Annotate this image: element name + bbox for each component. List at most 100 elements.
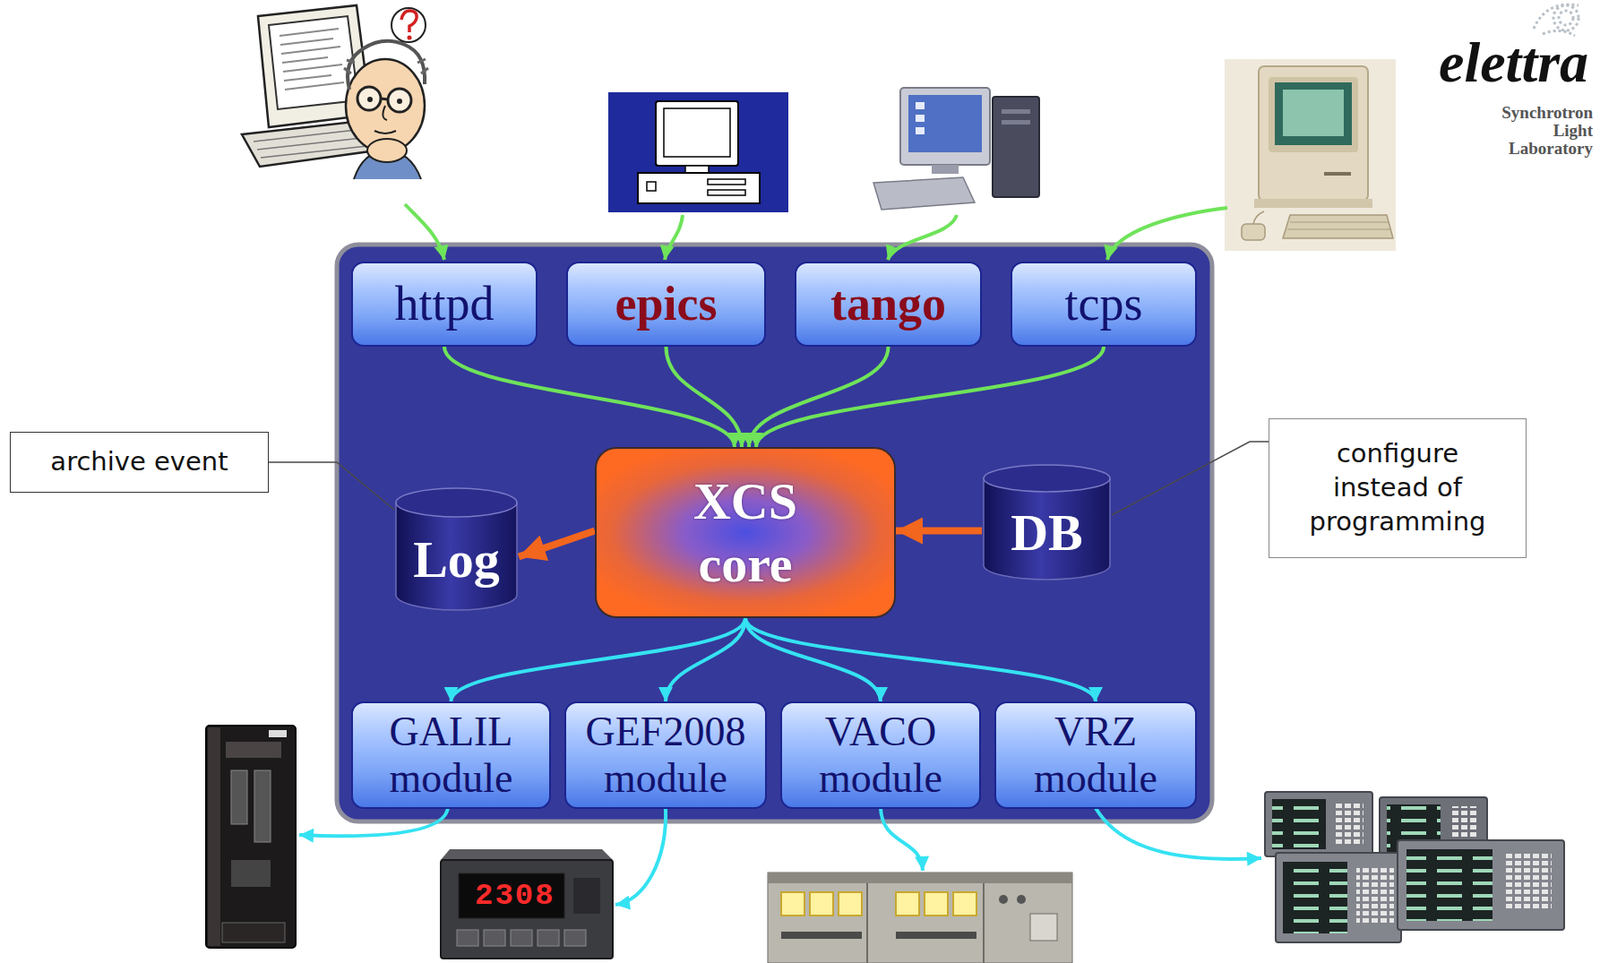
vrz-position-displays bbox=[1272, 799, 1326, 850]
module-box: GALIL module bbox=[351, 701, 551, 809]
gef2008-panel-meter bbox=[483, 929, 506, 947]
gef2008-panel-meter bbox=[456, 929, 479, 947]
tango-client-computer bbox=[915, 127, 925, 135]
vrz-position-displays bbox=[1406, 849, 1493, 921]
gef2008-panel-meter bbox=[440, 860, 613, 959]
protocol-box: tcps bbox=[1010, 261, 1197, 347]
tango-client-computer bbox=[873, 177, 975, 210]
epics-client-computer bbox=[685, 165, 709, 173]
user-cartoon bbox=[367, 96, 373, 103]
protocol-box: epics bbox=[566, 261, 766, 347]
protocol-box: tango bbox=[794, 261, 982, 347]
tango-client-computer bbox=[915, 102, 925, 110]
user-cartoon bbox=[281, 46, 341, 54]
epics-client-computer bbox=[655, 101, 739, 166]
vaco-rack bbox=[767, 872, 1073, 963]
vrz-position-displays bbox=[1272, 799, 1326, 850]
cylinder-top bbox=[983, 464, 1110, 492]
vaco-rack bbox=[1016, 894, 1026, 904]
macintosh-computer bbox=[1253, 211, 1265, 224]
macintosh-computer bbox=[1287, 229, 1391, 231]
user-cartoon bbox=[382, 105, 388, 121]
node-text: Log bbox=[412, 531, 500, 589]
vaco-rack bbox=[781, 892, 805, 916]
vrz-position-displays bbox=[1264, 791, 1373, 857]
gef2008-panel-meter bbox=[440, 849, 613, 959]
vrz-position-displays bbox=[1397, 840, 1565, 930]
vrz-position-displays bbox=[1275, 852, 1402, 943]
node-text: XCS core bbox=[693, 470, 798, 595]
logo-text: elettra bbox=[1438, 34, 1589, 92]
galil-controller bbox=[206, 725, 296, 948]
vrz-position-displays bbox=[1282, 861, 1348, 934]
user-cartoon bbox=[268, 16, 359, 110]
tango-client-computer bbox=[992, 96, 1040, 198]
vaco-rack bbox=[998, 894, 1008, 904]
protocol-arrow bbox=[666, 346, 743, 448]
node-text: tcps bbox=[1065, 277, 1144, 331]
vaco-rack bbox=[867, 883, 984, 963]
device-arrow bbox=[880, 808, 923, 871]
macintosh-computer bbox=[1274, 82, 1352, 146]
cylinder-body bbox=[395, 502, 517, 611]
galil-controller bbox=[231, 770, 248, 825]
module-box: VACO module bbox=[780, 701, 981, 809]
leader-line bbox=[268, 462, 395, 510]
epics-client-computer bbox=[608, 92, 789, 213]
callout-box: archive event bbox=[9, 431, 269, 493]
macintosh-computer bbox=[1282, 215, 1394, 239]
client-arrow bbox=[1107, 207, 1228, 260]
client-arrow bbox=[404, 204, 445, 260]
vrz-position-displays bbox=[1282, 861, 1348, 934]
vaco-rack bbox=[1030, 913, 1058, 941]
macintosh-computer bbox=[1224, 59, 1396, 251]
vaco-rack bbox=[895, 892, 920, 916]
user-cartoon bbox=[391, 8, 426, 43]
elettra-logo-swirl bbox=[1533, 4, 1579, 29]
user-cartoon bbox=[282, 57, 328, 63]
macintosh-computer bbox=[1268, 77, 1359, 153]
node-text: DB bbox=[1010, 504, 1084, 562]
vrz-position-displays bbox=[1356, 865, 1394, 923]
gef2008-panel-meter bbox=[564, 929, 586, 947]
vaco-rack bbox=[866, 883, 869, 963]
vrz-position-displays bbox=[1264, 791, 1565, 943]
node-text: epics bbox=[615, 277, 718, 331]
client-arrow bbox=[887, 215, 957, 260]
macintosh-computer bbox=[1290, 222, 1389, 224]
vrz-position-displays bbox=[1406, 849, 1493, 921]
user-cartoon bbox=[260, 146, 368, 158]
device-arrow bbox=[1095, 808, 1262, 860]
client-arrow bbox=[664, 215, 683, 260]
epics-client-computer bbox=[646, 181, 656, 191]
node-text: GALIL module bbox=[389, 708, 514, 801]
vaco-rack bbox=[767, 872, 1073, 884]
user-cartoon bbox=[279, 28, 345, 90]
gef2008-panel-meter bbox=[573, 877, 601, 914]
cylinder-body bbox=[983, 478, 1110, 580]
epics-client-computer bbox=[707, 179, 746, 185]
macintosh-computer bbox=[1282, 89, 1344, 137]
data-flow-arrow bbox=[518, 531, 595, 558]
protocol-arrow bbox=[444, 346, 735, 448]
vrz-position-displays bbox=[1264, 791, 1373, 857]
log-cylinder: Log bbox=[394, 487, 519, 612]
galil-controller bbox=[268, 730, 287, 738]
user-cartoon bbox=[367, 138, 407, 163]
macintosh-computer bbox=[1324, 172, 1351, 176]
user-cartoon bbox=[357, 86, 381, 111]
epics-client-computer bbox=[608, 92, 789, 213]
user-cartoon bbox=[241, 5, 429, 180]
node-text: VRZ module bbox=[1033, 708, 1158, 801]
vaco-rack bbox=[781, 931, 977, 939]
vaco-rack bbox=[767, 872, 1073, 963]
epics-client-computer bbox=[663, 108, 731, 157]
elettra-logo-swirl bbox=[1558, 10, 1574, 26]
vrz-position-displays bbox=[1334, 800, 1364, 844]
user-cartoon bbox=[344, 59, 429, 74]
meter-reading: 2308 bbox=[474, 880, 556, 912]
vrz-position-displays bbox=[1397, 840, 1565, 930]
cylinder-top bbox=[395, 488, 517, 517]
driver-arrow bbox=[665, 618, 746, 702]
tango-client-computer bbox=[931, 164, 959, 174]
